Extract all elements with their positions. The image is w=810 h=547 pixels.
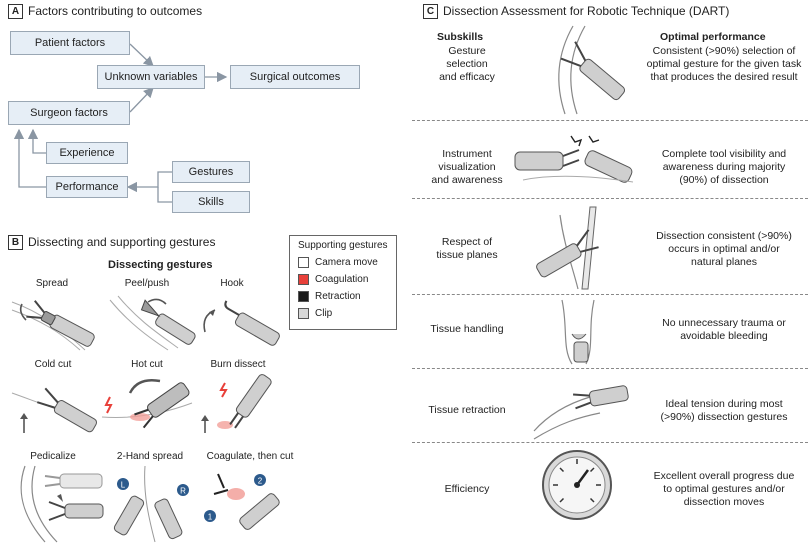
subskill-gesture-selection: Gesture selection and efficacy xyxy=(439,45,495,83)
performance-efficiency: Excellent overall progress due to optima… xyxy=(653,470,795,508)
box-performance: Performance xyxy=(46,176,128,198)
row-separator-4 xyxy=(412,368,808,369)
box-patient-factors: Patient factors xyxy=(10,31,130,55)
swatch-clip xyxy=(298,308,309,319)
box-surgeon-factors: Surgeon factors xyxy=(8,101,130,125)
badge-left: L xyxy=(121,481,126,490)
panel-b-letter: B xyxy=(8,235,23,250)
gesture-label-hot-cut: Hot cut xyxy=(131,359,163,370)
spread-illustration xyxy=(11,300,95,351)
performance-tissue-handling: No unnecessary trauma or avoidable bleed… xyxy=(662,317,786,342)
row-separator-1 xyxy=(412,120,808,121)
performance-instrument-visualization: Complete tool visibility and awareness d… xyxy=(661,148,787,186)
gesture-label-spread: Spread xyxy=(35,278,69,289)
legend-label-retraction: Retraction xyxy=(315,291,361,302)
badge-two: 2 xyxy=(258,477,263,486)
subskill-efficiency: Efficiency xyxy=(444,483,490,495)
optimal-performance-header: Optimal performance xyxy=(660,31,766,43)
panel-b-title: Dissecting and supporting gestures xyxy=(28,235,216,249)
swatch-camera-move xyxy=(298,257,309,268)
badge-right: R xyxy=(180,487,186,496)
hot-cut-illustration xyxy=(101,379,193,429)
peel-push-illustration xyxy=(109,295,196,351)
row-separator-5 xyxy=(412,442,808,443)
box-gestures: Gestures xyxy=(172,161,250,183)
hook-illustration xyxy=(203,300,280,346)
performance-tissue-retraction: Ideal tension during most (>90%) dissect… xyxy=(660,398,788,423)
panel-a-title: Factors contributing to outcomes xyxy=(28,4,203,18)
gesture-label-peel-push: Peel/push xyxy=(124,278,170,289)
legend-title: Supporting gestures xyxy=(298,240,388,251)
box-skills: Skills xyxy=(172,191,250,213)
legend-label-coagulation: Coagulation xyxy=(315,274,369,285)
performance-tissue-planes: Dissection consistent (>90%) occurs in o… xyxy=(656,230,792,268)
box-surgical-outcomes: Surgical outcomes xyxy=(230,65,360,89)
gesture-selection-illustration xyxy=(558,25,626,115)
tissue-retraction-illustration xyxy=(533,385,629,440)
gesture-label-hook: Hook xyxy=(220,278,244,289)
cold-cut-illustration xyxy=(11,387,98,433)
legend-item-coagulation: Coagulation xyxy=(298,274,396,285)
supporting-gestures-legend: Supporting gestures Camera move Coagulat… xyxy=(289,235,397,330)
gesture-label-2-hand-spread: 2-Hand spread xyxy=(116,451,184,462)
burn-dissect-illustration xyxy=(201,374,272,433)
subskill-tissue-handling: Tissue handling xyxy=(430,323,504,335)
tissue-planes-illustration xyxy=(536,206,599,290)
box-unknown-variables: Unknown variables xyxy=(97,65,205,89)
legend-item-clip: Clip xyxy=(298,308,396,319)
legend-label-camera-move: Camera move xyxy=(315,257,378,268)
row-separator-2 xyxy=(412,198,808,199)
speedometer-icon xyxy=(542,450,612,520)
subskills-header: Subskills xyxy=(437,31,484,43)
gesture-label-coagulate-then-cut: Coagulate, then cut xyxy=(206,451,294,462)
panel-a-connectors xyxy=(13,43,228,203)
gesture-label-pedicalize: Pedicalize xyxy=(30,451,76,462)
badge-one: 1 xyxy=(208,513,213,522)
swatch-coagulation xyxy=(298,274,309,285)
performance-gesture-selection: Consistent (>90%) selection of optimal g… xyxy=(646,45,802,83)
box-experience: Experience xyxy=(46,142,128,164)
legend-label-clip: Clip xyxy=(315,308,333,319)
legend-item-camera-move: Camera move xyxy=(298,257,396,268)
tissue-handling-illustration xyxy=(561,299,595,365)
subskill-tissue-retraction: Tissue retraction xyxy=(428,404,506,416)
panel-c-letter: C xyxy=(423,4,438,19)
coagulate-then-cut-illustration: 1 2 xyxy=(204,473,280,530)
row-separator-3 xyxy=(412,294,808,295)
legend-item-retraction: Retraction xyxy=(298,291,396,302)
instrument-visualization-illustration xyxy=(514,135,634,183)
subskill-instrument-visualization: Instrument visualization and awareness xyxy=(431,148,503,186)
pedicalize-illustration xyxy=(20,465,104,543)
gesture-label-cold-cut: Cold cut xyxy=(34,359,72,370)
subskill-tissue-planes: Respect of tissue planes xyxy=(436,236,498,261)
gesture-label-burn-dissect: Burn dissect xyxy=(210,359,266,370)
panel-a-letter: A xyxy=(8,4,23,19)
panel-c-title: Dissection Assessment for Robotic Techni… xyxy=(443,4,730,18)
dissecting-gestures-heading: Dissecting gestures xyxy=(108,259,213,271)
2-hand-spread-illustration: L R xyxy=(113,465,189,543)
swatch-retraction xyxy=(298,291,309,302)
